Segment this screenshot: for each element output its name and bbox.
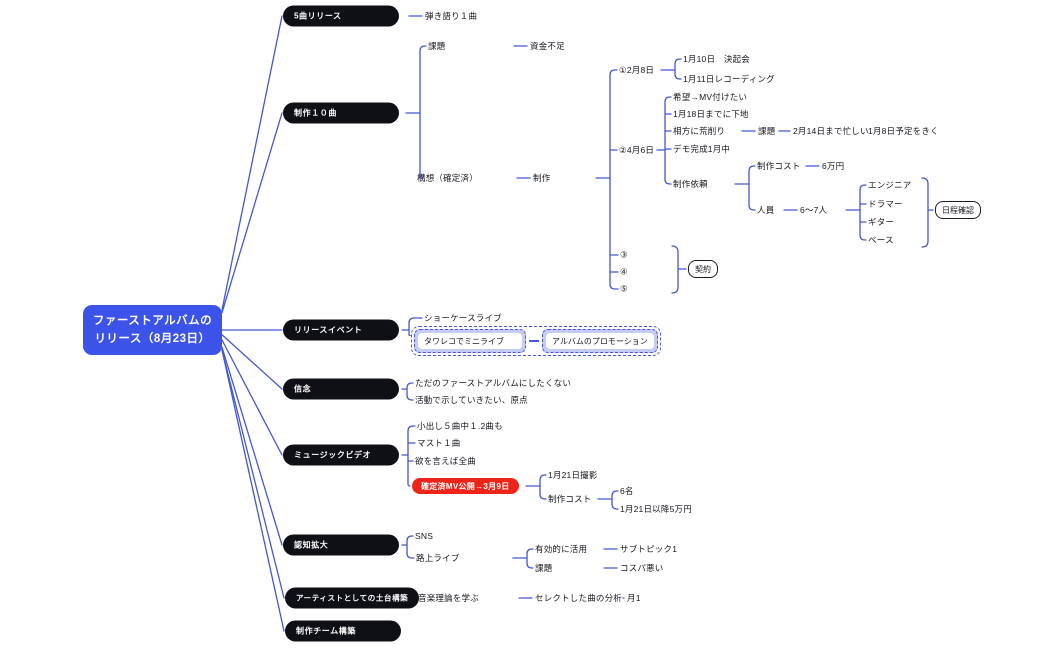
- text-katsudo[interactable]: 活動で示していきたい、原点: [415, 395, 528, 405]
- pill-mv[interactable]: ミュージックビデオ: [283, 444, 399, 466]
- text-tada[interactable]: ただのファーストアルバムにしたくない: [415, 378, 572, 388]
- text-jinin[interactable]: 人員: [757, 205, 775, 215]
- text-subtopic[interactable]: サブトピック1: [620, 544, 678, 554]
- text-kodashi[interactable]: 小出し５曲中１.2曲も: [417, 421, 503, 431]
- text-date-5[interactable]: ⑤: [620, 283, 628, 294]
- pill-artist[interactable]: アーティストとしての土台構築: [285, 587, 420, 609]
- text-0110[interactable]: 1月10日 決起会: [683, 54, 750, 64]
- root-connector: [221, 339, 283, 456]
- pill-belief[interactable]: 信念: [283, 378, 399, 400]
- text-5man[interactable]: 1月21日以降5万円: [620, 504, 692, 514]
- connector-line: [845, 184, 867, 241]
- box-nittei[interactable]: 日程確認: [935, 201, 981, 219]
- connector-line: [660, 58, 682, 80]
- root-connector: [221, 349, 285, 599]
- text-bass[interactable]: ベース: [868, 235, 894, 245]
- selected-node-tawareco-label: タワレコでミニライブ: [418, 333, 522, 349]
- pill-awareness[interactable]: 認知拡大: [283, 534, 399, 556]
- text-6man[interactable]: 6万円: [822, 161, 845, 171]
- text-cost-2[interactable]: 制作コスト: [548, 494, 592, 504]
- selection-group: タワレコでミニライブ アルバムのプロモーション: [411, 326, 661, 356]
- text-rojo[interactable]: 路上ライブ: [416, 553, 460, 563]
- connector-line: [512, 548, 534, 569]
- red-mv-release[interactable]: 確定済MV公開→3月9日: [412, 478, 519, 494]
- text-0108[interactable]: 1月8日予定をきく: [868, 126, 939, 136]
- text-kadai-2[interactable]: 課題: [758, 126, 776, 136]
- text-irai[interactable]: 制作依頼: [673, 179, 708, 189]
- text-sns[interactable]: SNS: [415, 531, 434, 541]
- connector-line: [401, 425, 416, 487]
- connector-line: [595, 69, 619, 290]
- text-0111[interactable]: 1月11日レコーディング: [683, 74, 775, 84]
- selected-node-promotion-label: アルバムのプロモーション: [546, 333, 654, 349]
- box-keiyaku[interactable]: 契約: [688, 260, 718, 278]
- root-connector: [221, 346, 283, 546]
- text-6mei[interactable]: 6名: [620, 486, 634, 496]
- selection-connector-dash: [529, 340, 539, 342]
- text-0121[interactable]: 1月21日撮影: [548, 470, 598, 480]
- text-0118[interactable]: 1月18日までに下地: [673, 109, 749, 119]
- text-date-3[interactable]: ③: [620, 249, 628, 260]
- connector-line: [525, 474, 547, 500]
- text-kibou[interactable]: 希望→MV付けたい: [673, 92, 748, 102]
- text-0214[interactable]: 2月14日まで忙しい: [793, 126, 869, 136]
- connector-line: [597, 490, 619, 510]
- text-kousou[interactable]: 構想（確定済）: [417, 173, 478, 183]
- text-aikata[interactable]: 相方に荒削り: [673, 126, 726, 136]
- root-connector: [221, 349, 285, 632]
- selected-node-promotion[interactable]: アルバムのプロモーション: [542, 329, 658, 353]
- text-date-2[interactable]: ②4月6日: [619, 145, 655, 155]
- root-connector: [221, 334, 283, 390]
- connector-line: [656, 96, 672, 185]
- text-kadai-1[interactable]: 課題: [428, 41, 446, 51]
- text-cospa[interactable]: コスパ悪い: [620, 563, 664, 573]
- text-select[interactable]: セレクトした曲の分析: [535, 593, 623, 603]
- summary-bracket: [671, 245, 687, 294]
- text-hikigatari[interactable]: 弾き語り１曲: [425, 11, 478, 21]
- summary-bracket: [921, 177, 934, 248]
- pill-five-songs[interactable]: 5曲リリース: [283, 5, 399, 27]
- text-showcase[interactable]: ショーケースライブ: [424, 313, 502, 323]
- pill-team[interactable]: 制作チーム構築: [285, 620, 401, 642]
- pill-make-ten[interactable]: 制作１０曲: [283, 102, 399, 124]
- text-guitar[interactable]: ギター: [868, 217, 895, 227]
- root-topic[interactable]: ファーストアルバムの リリース（8月23日）: [83, 305, 222, 355]
- connector-line: [405, 45, 427, 179]
- text-yoku[interactable]: 欲を言えば全曲: [415, 456, 476, 466]
- text-date-4[interactable]: ④: [620, 266, 628, 277]
- connector-line: [734, 165, 756, 211]
- text-shikin[interactable]: 資金不足: [530, 41, 565, 51]
- text-seisaku[interactable]: 制作: [533, 173, 551, 183]
- root-topic-line1: ファーストアルバムの: [92, 314, 213, 327]
- text-yuko[interactable]: 有効的に活用: [535, 544, 588, 554]
- root-topic-line2: リリース（8月23日）: [94, 333, 211, 345]
- text-drummer[interactable]: ドラマー: [868, 199, 903, 209]
- selected-node-tawareco[interactable]: タワレコでミニライブ: [414, 329, 526, 353]
- text-date-1[interactable]: ①2月8日: [619, 65, 655, 75]
- text-cost-1[interactable]: 制作コスト: [757, 161, 801, 171]
- text-must[interactable]: マスト１曲: [417, 438, 461, 448]
- text-engineer[interactable]: エンジニア: [868, 180, 912, 190]
- root-connector: [221, 112, 283, 314]
- text-ongaku[interactable]: 音楽理論を学ぶ: [418, 593, 479, 603]
- pill-release-event[interactable]: リリースイベント: [283, 319, 399, 341]
- text-67nin[interactable]: 6～7人: [800, 205, 828, 215]
- connector-line: [401, 382, 414, 401]
- connector-line: [401, 535, 415, 559]
- text-kadai-3[interactable]: 課題: [535, 563, 553, 573]
- root-connector: [221, 15, 283, 311]
- text-demo[interactable]: デモ完成1月中: [673, 144, 731, 154]
- text-tsuki1[interactable]: 月1: [627, 593, 641, 603]
